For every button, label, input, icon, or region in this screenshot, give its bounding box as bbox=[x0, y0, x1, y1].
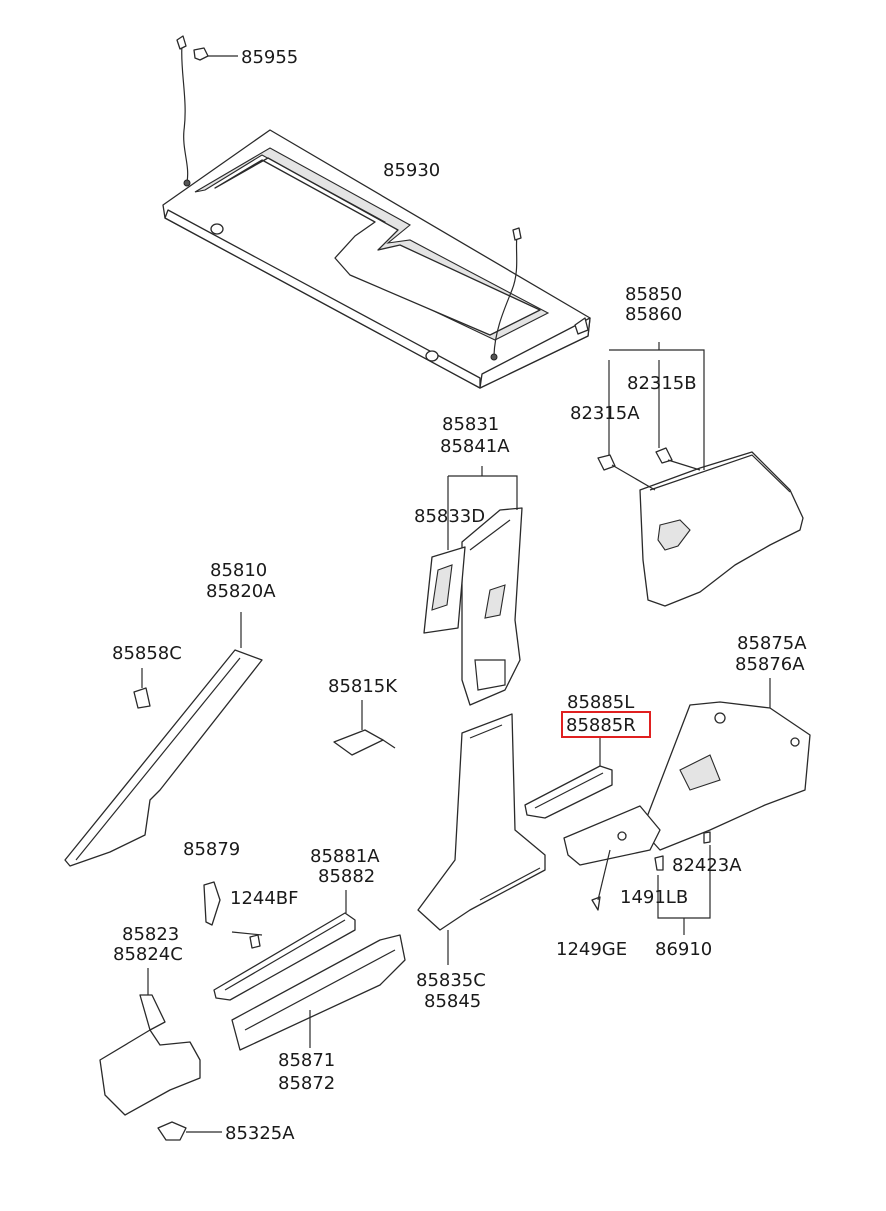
label-1249GE: 1249GE bbox=[556, 939, 627, 960]
label-82315B: 82315B bbox=[627, 373, 697, 394]
label-85882: 85882 bbox=[318, 866, 375, 887]
label-85885R: 85885R bbox=[566, 715, 636, 736]
label-85820A: 85820A bbox=[206, 581, 276, 602]
label-85876A: 85876A bbox=[735, 654, 805, 675]
label-85860: 85860 bbox=[625, 304, 682, 325]
cowl-trim-85823 bbox=[99, 968, 222, 1141]
label-85875A: 85875A bbox=[737, 633, 807, 654]
label-85858C: 85858C bbox=[112, 643, 182, 664]
label-86910: 86910 bbox=[655, 939, 712, 960]
label-85872: 85872 bbox=[278, 1073, 335, 1094]
label-85930: 85930 bbox=[383, 160, 440, 181]
label-85885L: 85885L bbox=[567, 692, 634, 713]
label-85810: 85810 bbox=[210, 560, 267, 581]
front-scuff-85881A bbox=[203, 881, 406, 1051]
label-1491LB: 1491LB bbox=[620, 887, 688, 908]
highlight-box-85885R bbox=[561, 711, 651, 738]
label-85850: 85850 bbox=[625, 284, 682, 305]
quarter-trim-85850 bbox=[597, 342, 804, 607]
a-pillar-85810 bbox=[64, 612, 263, 867]
label-82315A: 82315A bbox=[570, 403, 640, 424]
label-85833D: 85833D bbox=[414, 506, 485, 527]
label-82423A: 82423A bbox=[672, 855, 742, 876]
label-85815K: 85815K bbox=[328, 676, 398, 697]
label-85955: 85955 bbox=[241, 47, 298, 68]
label-85845: 85845 bbox=[424, 991, 481, 1012]
part-labels: 85955 85930 85850 85860 82315B 82315A 85… bbox=[112, 47, 807, 1144]
label-85831: 85831 bbox=[442, 414, 499, 435]
label-85871: 85871 bbox=[278, 1050, 335, 1071]
b-pillar-upper-85831 bbox=[423, 466, 523, 706]
label-85824C: 85824C bbox=[113, 944, 183, 965]
label-85325A: 85325A bbox=[225, 1123, 295, 1144]
label-85879: 85879 bbox=[183, 839, 240, 860]
label-85823: 85823 bbox=[122, 924, 179, 945]
b-pillar-lower-85835C bbox=[417, 713, 546, 965]
package-tray-85930 bbox=[162, 35, 591, 389]
label-85835C: 85835C bbox=[416, 970, 486, 991]
scuff-plate-85885R bbox=[524, 738, 613, 819]
rear-trim-85875A bbox=[563, 678, 811, 935]
label-85841A: 85841A bbox=[440, 436, 510, 457]
label-1244BF: 1244BF bbox=[230, 888, 299, 909]
cover-85815K bbox=[333, 700, 396, 756]
leader-1244BF bbox=[231, 931, 263, 936]
label-85881A: 85881A bbox=[310, 846, 380, 867]
